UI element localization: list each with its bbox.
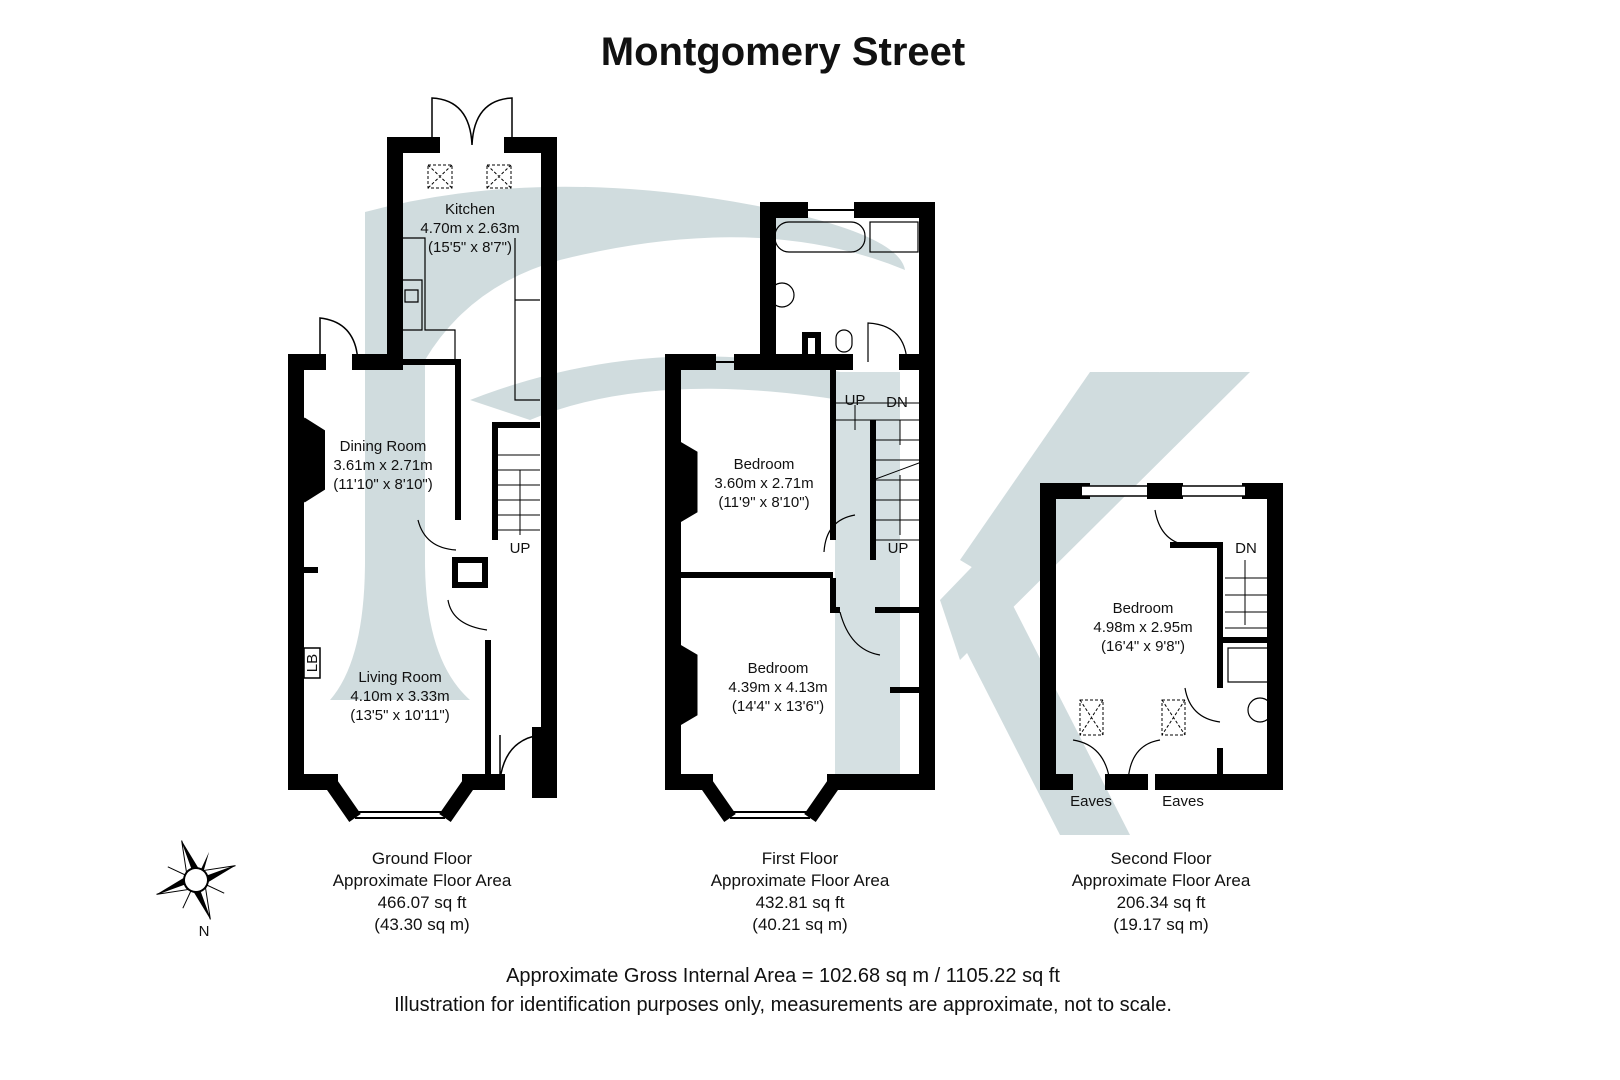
stair-label-up: UP bbox=[510, 540, 531, 557]
floor-area-sqft: 466.07 sq ft bbox=[377, 893, 467, 912]
room-imperial: (16'4" x 9'8") bbox=[1101, 638, 1185, 655]
room-name: Kitchen bbox=[445, 201, 495, 218]
room-imperial: (11'10" x 8'10") bbox=[333, 476, 433, 493]
room-imperial: (11'9" x 8'10") bbox=[718, 494, 809, 511]
floor-area-sqm: (19.17 sq m) bbox=[1113, 915, 1209, 934]
label-eaves: Eaves bbox=[1162, 793, 1204, 810]
floor-area-label: Approximate Floor Area bbox=[1071, 871, 1251, 890]
label-eaves: Eaves bbox=[1070, 793, 1112, 810]
room-metric: 4.70m x 2.63m bbox=[420, 220, 519, 237]
floor-name: First Floor bbox=[761, 849, 839, 868]
floor-name: Ground Floor bbox=[371, 849, 473, 868]
floor-area-sqm: (43.30 sq m) bbox=[374, 915, 470, 934]
footer: Approximate Gross Internal Area = 102.68… bbox=[0, 962, 1566, 1020]
label-lb: LB bbox=[304, 654, 321, 672]
gross-area: Approximate Gross Internal Area = 102.68… bbox=[506, 965, 1060, 987]
ground-floor-plan bbox=[288, 97, 557, 822]
floor-name: Second Floor bbox=[1110, 849, 1212, 868]
room-name: Living Room bbox=[358, 669, 441, 686]
first-floor-plan bbox=[665, 202, 935, 822]
floor-area-sqm: (40.21 sq m) bbox=[752, 915, 848, 934]
floor-area-label: Approximate Floor Area bbox=[332, 871, 512, 890]
room-name: Bedroom bbox=[748, 660, 809, 677]
floor-area-sqft: 206.34 sq ft bbox=[1116, 893, 1206, 912]
room-imperial: (15'5" x 8'7") bbox=[428, 239, 512, 256]
room-metric: 3.60m x 2.71m bbox=[714, 475, 813, 492]
stair-label-up: UP bbox=[888, 540, 909, 557]
floor-area-sqft: 432.81 sq ft bbox=[755, 893, 845, 912]
stair-label-dn: DN bbox=[886, 394, 908, 411]
room-metric: 4.10m x 3.33m bbox=[350, 688, 449, 705]
compass-rose-icon bbox=[156, 840, 236, 920]
floor-area-label: Approximate Floor Area bbox=[710, 871, 890, 890]
first-floor-area: First Floor Approximate Floor Area 432.8… bbox=[670, 848, 930, 936]
second-floor-area: Second Floor Approximate Floor Area 206.… bbox=[1031, 848, 1291, 936]
room-imperial: (14'4" x 13'6") bbox=[732, 698, 824, 715]
ground-floor-area: Ground Floor Approximate Floor Area 466.… bbox=[292, 848, 552, 936]
room-metric: 3.61m x 2.71m bbox=[333, 457, 432, 474]
room-imperial: (13'5" x 10'11") bbox=[350, 707, 450, 724]
room-name: Bedroom bbox=[734, 456, 795, 473]
room-metric: 4.39m x 4.13m bbox=[728, 679, 827, 696]
second-floor-plan bbox=[1040, 483, 1283, 790]
room-name: Bedroom bbox=[1113, 600, 1174, 617]
stair-label-dn: DN bbox=[1235, 540, 1257, 557]
room-metric: 4.98m x 2.95m bbox=[1093, 619, 1192, 636]
disclaimer: Illustration for identification purposes… bbox=[394, 994, 1172, 1016]
room-name: Dining Room bbox=[340, 438, 427, 455]
compass-north-label: N bbox=[199, 923, 210, 940]
stair-label-up: UP bbox=[845, 392, 866, 409]
page-title: Montgomery Street bbox=[600, 30, 966, 74]
